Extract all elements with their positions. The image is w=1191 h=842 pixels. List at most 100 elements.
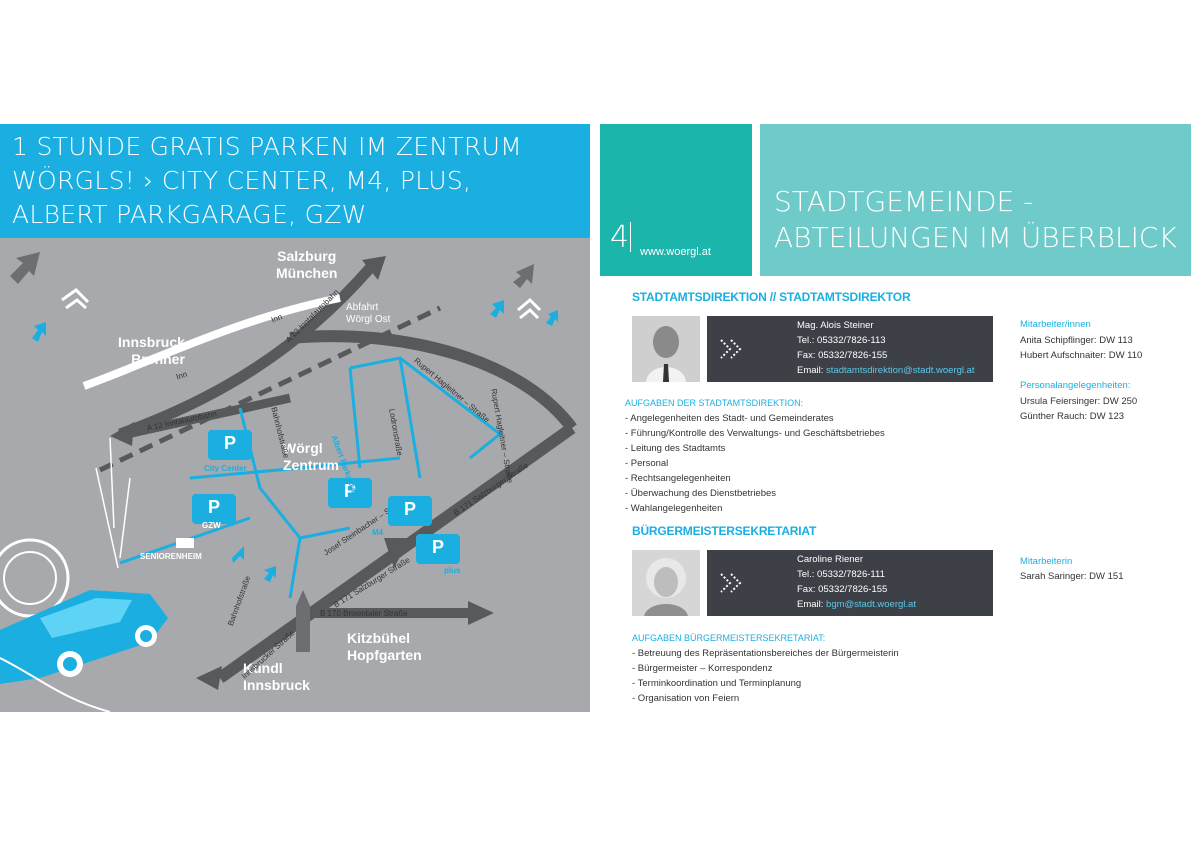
label-woergl: Wörgl — [283, 440, 323, 456]
list-item: Ursula Feiersinger: DW 250 — [1020, 396, 1138, 407]
staff-heading: Mitarbeiterin — [1020, 556, 1073, 567]
list-item: - Bürgermeister – Korrespondenz — [632, 663, 773, 674]
river-inn — [82, 294, 341, 390]
list-item: - Terminkoordination und Terminplanung — [632, 678, 802, 689]
portrait-man-icon — [632, 316, 700, 382]
label-exit: Abfahrt Wörgl Ost — [346, 302, 390, 326]
section-heading-stadtamtsdirektion: STADTAMTSDIREKTION // STADTAMTSDIREKTOR — [632, 290, 911, 304]
banner-line-3: ALBERT PARKGARAGE, GZW — [12, 200, 367, 229]
header-box: STADTGEMEINDE - ABTEILUNGEN IM ÜBERBLICK — [760, 124, 1191, 276]
list-item: - Organisation von Feiern — [632, 693, 740, 704]
list-item: - Führung/Kontrolle des Verwaltungs- und… — [625, 428, 885, 439]
label-muenchen: München — [276, 265, 338, 281]
list-item: - Angelegenheiten des Stadt- und Gemeind… — [625, 413, 834, 424]
section-heading-buergermeistersekretariat: BÜRGERMEISTERSEKRETARIAT — [632, 524, 817, 538]
chevron-right-icon — [720, 573, 742, 593]
arrow-north-icon — [362, 256, 386, 280]
contact-tel: Tel.: 05332/7826-111 — [797, 569, 885, 580]
tasks-heading: AUFGABEN BÜRGERMEISTERSEKRETARIAT: — [632, 633, 826, 643]
header-title: STADTGEMEINDE - ABTEILUNGEN IM ÜBERBLICK — [774, 184, 1177, 256]
label-salzburg: Salzburg — [277, 248, 337, 264]
contact-email-row: Email: stadtamtsdirektion@stadt.woergl.a… — [797, 363, 975, 378]
parking-marker-albert[interactable]: P — [328, 478, 372, 508]
contact-card-riener: Caroline Riener Tel.: 05332/7826-111 Fax… — [707, 550, 993, 616]
label-innsbruck-brenner: Innsbruck Brenner — [118, 334, 185, 368]
email-label: Email: — [797, 365, 827, 376]
staff-list: Ursula Feiersinger: DW 250 Günther Rauch… — [1020, 394, 1137, 424]
map-roads-svg — [0, 252, 577, 712]
label-zentrum: Zentrum — [283, 457, 339, 473]
staff-list: Anita Schipflinger: DW 113 Hubert Aufsch… — [1020, 333, 1142, 363]
label-kundl: Kundl — [243, 660, 283, 676]
parking-label-plus: plus — [444, 566, 461, 575]
label-kundl-innsbruck: Kundl Innsbruck — [243, 660, 310, 694]
label-exit-1: Abfahrt — [346, 302, 379, 313]
parking-icon: P — [431, 537, 444, 557]
staff-heading: Personalangelegenheiten: — [1020, 380, 1131, 391]
parking-label-city-center: City Center — [204, 464, 247, 473]
arrow-west-icon — [110, 422, 134, 446]
arrow-southwest-icon — [196, 666, 222, 690]
list-item: Günther Rauch: DW 123 — [1020, 411, 1125, 422]
corner-arrow-icon — [10, 252, 534, 288]
contact-tel: Tel.: 05332/7826-113 — [797, 335, 886, 346]
email-link[interactable]: bgm@stadt.woergl.at — [826, 599, 916, 610]
parking-marker-plus[interactable]: P — [416, 534, 460, 564]
tasks-list: - Betreuung des Repräsentationsbereiches… — [632, 646, 899, 706]
email-link[interactable]: stadtamtsdirektion@stadt.woergl.at — [826, 365, 975, 376]
label-woergl-zentrum: Wörgl Zentrum — [283, 440, 339, 474]
list-item: Sarah Saringer: DW 151 — [1020, 571, 1124, 582]
page-number: 4 — [610, 220, 630, 255]
banner-title: 1 STUNDE GRATIS PARKEN IM ZENTRUM WÖRGLS… — [12, 130, 582, 232]
list-item: Anita Schipflinger: DW 113 — [1020, 335, 1133, 346]
label-hopfgarten: Hopfgarten — [347, 647, 422, 663]
parking-icon: P — [207, 497, 220, 517]
banner-line-1: 1 STUNDE GRATIS PARKEN IM ZENTRUM — [12, 132, 523, 161]
parking-icon: P — [403, 499, 416, 519]
label-kitzbuehel: Kitzbühel — [347, 630, 410, 646]
divider — [630, 222, 631, 252]
header-line-1: STADTGEMEINDE - — [774, 185, 1034, 218]
list-item: Hubert Aufschnaiter: DW 110 — [1020, 350, 1143, 361]
railway — [98, 305, 442, 473]
contact-name: Mag. Alois Steiner — [797, 320, 874, 331]
website-link[interactable]: www.woergl.at — [640, 246, 711, 258]
list-item: - Überwachung des Dienstbetriebes — [625, 488, 777, 499]
parking-marker-m4[interactable]: P — [388, 496, 432, 526]
list-item: - Leitung des Stadtamts — [625, 443, 726, 454]
tasks-heading: AUFGABEN DER STADTAMTSDIREKTION: — [625, 398, 804, 408]
list-item: - Personal — [625, 458, 669, 469]
car-illustration-icon — [0, 437, 168, 712]
parking-icon: P — [343, 481, 356, 501]
road-label-b170: B 170 Brixentaler Straße — [320, 609, 408, 618]
list-item: - Rechtsangelegenheiten — [625, 473, 731, 484]
contact-fax: Fax: 05332/7826-155 — [797, 350, 888, 361]
contact-card-steiner: Mag. Alois Steiner Tel.: 05332/7826-113 … — [707, 316, 993, 382]
label-salzburg-muenchen: Salzburg München — [276, 248, 337, 282]
blue-arrow-icon — [32, 300, 558, 582]
parking-label-gzw: GZW — [202, 521, 221, 530]
label-kitzbuehel-hopfgarten: Kitzbühel Hopfgarten — [347, 630, 422, 664]
tasks-list: - Angelegenheiten des Stadt- und Gemeind… — [625, 411, 885, 516]
parking-map: Salzburg München Innsbruck Brenner Wörgl… — [0, 238, 590, 712]
staff-heading: Mitarbeiter/innen — [1020, 319, 1091, 330]
label-brenner: Brenner — [131, 351, 185, 367]
banner-line-2: WÖRGLS! › CITY CENTER, M4, PLUS, — [12, 166, 472, 195]
chevron-right-icon — [720, 339, 742, 359]
corner-arrow-white-icon — [61, 288, 542, 320]
list-item: - Betreuung des Repräsentationsbereiches… — [632, 648, 899, 659]
photo-caroline-riener — [632, 550, 700, 616]
photo-alois-steiner — [632, 316, 700, 382]
seniorenheim-marker-icon — [176, 538, 194, 548]
parking-icon: P — [223, 433, 236, 453]
portrait-woman-icon — [632, 550, 700, 616]
contact-email-row: Email: bgm@stadt.woergl.at — [797, 597, 916, 612]
list-item: - Wahlangelegenheiten — [625, 503, 723, 514]
parking-marker-city-center[interactable]: P — [208, 430, 252, 460]
label-exit-2: Wörgl Ost — [346, 314, 391, 325]
email-label: Email: — [797, 599, 827, 610]
contact-fax: Fax: 05332/7826-155 — [797, 584, 888, 595]
header-line-2: ABTEILUNGEN IM ÜBERBLICK — [774, 221, 1177, 254]
parking-marker-gzw[interactable]: P — [192, 494, 236, 524]
page-number-box: 4 www.woergl.at — [600, 124, 752, 276]
